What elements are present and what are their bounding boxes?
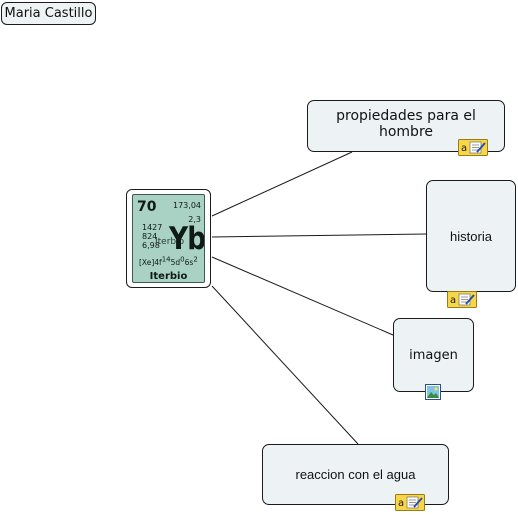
- element-properties: 1427 824 6,98: [142, 223, 162, 250]
- svg-text:a: a: [398, 498, 404, 509]
- connector-historia: [211, 233, 427, 238]
- melting-point: 824: [142, 232, 158, 241]
- node-historia[interactable]: historia: [426, 180, 516, 292]
- node-label: reaccion con el agua: [295, 467, 416, 482]
- author-name: Maria Castillo: [4, 6, 93, 21]
- connector-imagen: [211, 256, 394, 336]
- note-icon[interactable]: a: [395, 494, 425, 511]
- svg-text:a: a: [450, 295, 456, 306]
- element-symbol: Yb: [169, 221, 205, 257]
- atomic-mass: 173,04: [173, 201, 201, 210]
- element-name-overlay: Iterbio: [155, 237, 185, 247]
- periodic-element-tile: 70 173,04 2,3 1427 824 6,98 Iterbio Yb […: [132, 194, 205, 283]
- node-label: propiedades para el hombre: [336, 108, 476, 140]
- connector-reaccion: [211, 285, 359, 445]
- oxidation-states: 2,3: [188, 215, 201, 224]
- node-label: historia: [450, 228, 492, 244]
- node-imagen[interactable]: imagen: [393, 318, 474, 392]
- density: 6,98: [142, 241, 160, 250]
- author-tag[interactable]: Maria Castillo: [1, 2, 96, 25]
- boiling-point: 1427: [142, 223, 163, 232]
- electron-configuration: [Xe]4f145d06s2: [139, 255, 198, 267]
- image-icon[interactable]: [425, 384, 441, 400]
- node-label: imagen: [409, 347, 458, 363]
- central-node-ytterbium[interactable]: 70 173,04 2,3 1427 824 6,98 Iterbio Yb […: [126, 189, 211, 288]
- atomic-number: 70: [137, 199, 157, 215]
- svg-text:a: a: [461, 143, 467, 154]
- note-icon[interactable]: a: [458, 139, 488, 156]
- element-name: Iterbio: [149, 271, 188, 282]
- note-icon[interactable]: a: [447, 291, 477, 308]
- connector-propiedades: [211, 151, 353, 217]
